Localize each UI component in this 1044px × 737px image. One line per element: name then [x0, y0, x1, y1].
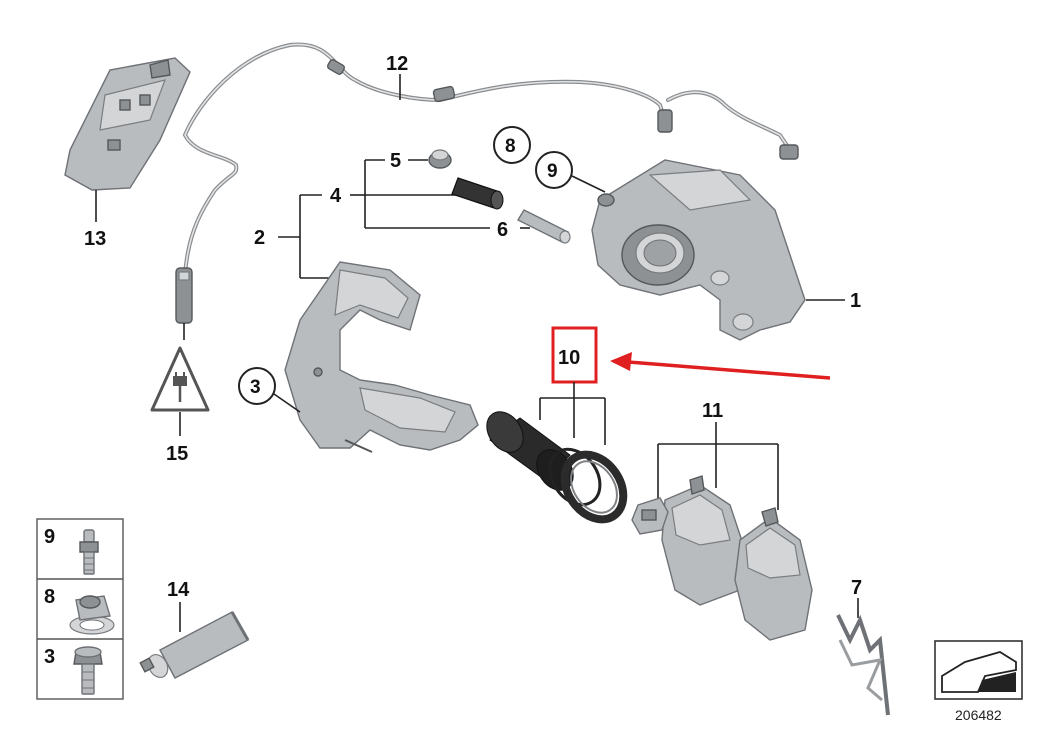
callout-15: 15 [166, 443, 188, 465]
callout-12: 12 [386, 53, 408, 75]
anti-rattle-spring-part-7 [836, 614, 890, 716]
plug-icon [173, 372, 187, 402]
callout-4: 4 [330, 185, 342, 207]
callout-6: 6 [497, 219, 508, 241]
callout-2: 2 [254, 227, 265, 249]
brake-pad-outer-part-11 [734, 507, 813, 641]
red-arrow [610, 352, 831, 380]
reference-number: 206482 [955, 707, 1002, 723]
reference-box: 206482 [934, 640, 1023, 723]
guide-pin-part-6 [517, 209, 571, 244]
callout-10: 10 [558, 347, 580, 369]
wiring-bracket-part-13 [64, 57, 191, 191]
callout-14: 14 [167, 579, 190, 601]
caliper-carrier-part-3 [284, 261, 479, 453]
sidebox-label-3: 3 [44, 646, 55, 668]
hand-pointer-icon [941, 651, 1017, 693]
dust-cap-part-5 [428, 149, 452, 169]
carrier-bolt-part-3 [73, 646, 103, 695]
wear-sensor-clip [631, 497, 669, 535]
wear-sensor-cable-part-12 [175, 42, 799, 340]
bleed-screw-part-9 [79, 529, 99, 575]
callout-7: 7 [851, 577, 862, 599]
sidebox-label-9: 9 [44, 526, 55, 548]
callout-1: 1 [850, 290, 861, 312]
sidebox-label-8: 8 [44, 586, 55, 608]
callout-13: 13 [84, 228, 106, 250]
guide-sleeve-part-4 [451, 177, 504, 210]
callout-9: 9 [547, 161, 558, 182]
bleed-cap-part-8 [69, 595, 115, 635]
grease-tube-part-14 [139, 611, 250, 679]
warning-triangle-icon [150, 346, 210, 412]
callout-8: 8 [505, 136, 516, 157]
callout-3: 3 [250, 377, 261, 398]
piston-part-10 [486, 411, 628, 524]
brake-pad-inner-part-11 [661, 475, 746, 606]
fastener-sidebox: 9 8 3 [36, 518, 124, 700]
callout-11: 11 [702, 400, 723, 422]
brake-caliper-part-1 [591, 159, 806, 341]
callout-5: 5 [390, 150, 401, 172]
